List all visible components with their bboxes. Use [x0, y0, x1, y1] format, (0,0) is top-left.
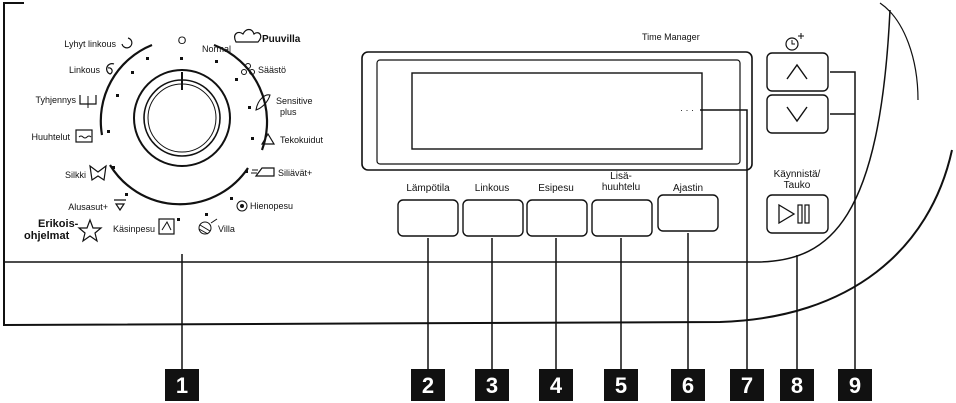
handwash-icon	[158, 218, 175, 235]
callout-4: 4	[539, 369, 573, 401]
display-dots: · · ·	[680, 105, 694, 115]
program-saasto-label: Säästö	[258, 65, 286, 75]
display-screen	[411, 72, 703, 150]
svg-text:9: 9	[849, 373, 861, 398]
leader-lines	[181, 71, 856, 370]
program-sensitive-label-2: plus	[280, 107, 297, 117]
program-off-label: O	[178, 35, 187, 47]
time-manager-label: Time Manager	[642, 32, 700, 42]
svg-text:7: 7	[741, 373, 753, 398]
wool-icon	[198, 218, 218, 235]
program-tekokuidut-label: Tekokuidut	[280, 135, 324, 145]
dial-arc-left	[99, 43, 153, 136]
callout-1: 1	[165, 369, 199, 401]
svg-text:2: 2	[422, 373, 434, 398]
display-screen-outer	[376, 59, 741, 165]
panel-outline	[3, 2, 953, 327]
chevron-up-icon	[786, 63, 808, 80]
program-sensitive-label-1: Sensitive	[276, 96, 313, 106]
time-down-button[interactable]	[766, 94, 829, 134]
dial-arc-right	[213, 43, 269, 151]
panel-top-curve	[879, 2, 919, 101]
svg-text:6: 6	[682, 373, 694, 398]
delay-button-label: Ajastin	[673, 183, 703, 194]
callout-8: 8	[780, 369, 814, 401]
spin-button[interactable]	[462, 199, 524, 237]
svg-text:8: 8	[791, 373, 803, 398]
dial-arc-bottom	[109, 164, 249, 206]
delay-button[interactable]	[657, 194, 719, 232]
synthetics-icon	[260, 132, 276, 145]
start-pause-label-2: Tauko	[784, 180, 811, 191]
program-hienopesu-label: Hienopesu	[250, 201, 293, 211]
star-icon	[77, 218, 103, 243]
program-position-dots	[107, 57, 254, 221]
spin-icon	[106, 63, 115, 75]
chevron-down-icon	[786, 106, 808, 123]
extra-rinse-button-label-2: huuhtelu	[602, 182, 640, 193]
play-pause-icon	[778, 203, 810, 225]
drain-icon	[79, 95, 97, 108]
eco-icon	[241, 63, 255, 75]
program-kasinpesu-label: Käsinpesu	[113, 224, 155, 234]
svg-text:3: 3	[486, 373, 498, 398]
callout-6: 6	[671, 369, 705, 401]
short-spin-icon	[121, 37, 133, 49]
program-tyhjennys-label: Tyhjennys	[35, 95, 76, 105]
program-huuhtelut-label: Huuhtelut	[31, 132, 70, 142]
callout-7: 7	[730, 369, 764, 401]
easy-iron-icon	[251, 167, 275, 177]
lingerie-icon	[114, 199, 126, 212]
program-villa-label: Villa	[218, 224, 235, 234]
program-dial[interactable]	[133, 69, 231, 167]
program-lyhyt-linkous-label: Lyhyt linkous	[64, 39, 116, 49]
start-pause-label-1: Käynnistä/	[774, 169, 821, 180]
program-linkous-label: Linkous	[69, 65, 101, 75]
svg-text:4: 4	[550, 373, 563, 398]
prewash-button-label: Esipesu	[538, 183, 574, 194]
time-up-button[interactable]	[766, 52, 829, 92]
callout-2: 2	[411, 369, 445, 401]
spin-button-label: Linkous	[475, 183, 509, 194]
panel-inner-edge	[4, 9, 891, 263]
extra-rinse-button[interactable]	[591, 199, 653, 237]
special-programs-label-1: Erikois-	[38, 218, 79, 230]
callout-9: 9	[838, 369, 872, 401]
rinse-icon	[75, 129, 93, 143]
prewash-button[interactable]	[526, 199, 588, 237]
silk-icon	[89, 164, 107, 182]
temperature-button[interactable]	[397, 199, 459, 237]
svg-text:1: 1	[176, 373, 188, 398]
program-silia-label: Siliävät+	[278, 168, 312, 178]
display-frame	[361, 51, 753, 171]
feather-icon	[255, 94, 271, 111]
program-puuvilla-label: Puuvilla	[262, 34, 301, 45]
temperature-button-label: Lämpötila	[406, 183, 450, 194]
cotton-icon	[234, 28, 262, 43]
delicates-icon	[236, 200, 248, 212]
program-alusasut-label: Alusasut+	[68, 202, 108, 212]
program-normal-label: Normal	[202, 44, 231, 54]
extra-rinse-button-label-1: Lisä-	[610, 171, 632, 182]
callout-3: 3	[475, 369, 509, 401]
program-silkki-label: Silkki	[65, 170, 86, 180]
special-programs-label-2: ohjelmat	[24, 230, 70, 242]
callout-5: 5	[604, 369, 638, 401]
time-manager-icon	[785, 33, 804, 51]
svg-text:5: 5	[615, 373, 627, 398]
